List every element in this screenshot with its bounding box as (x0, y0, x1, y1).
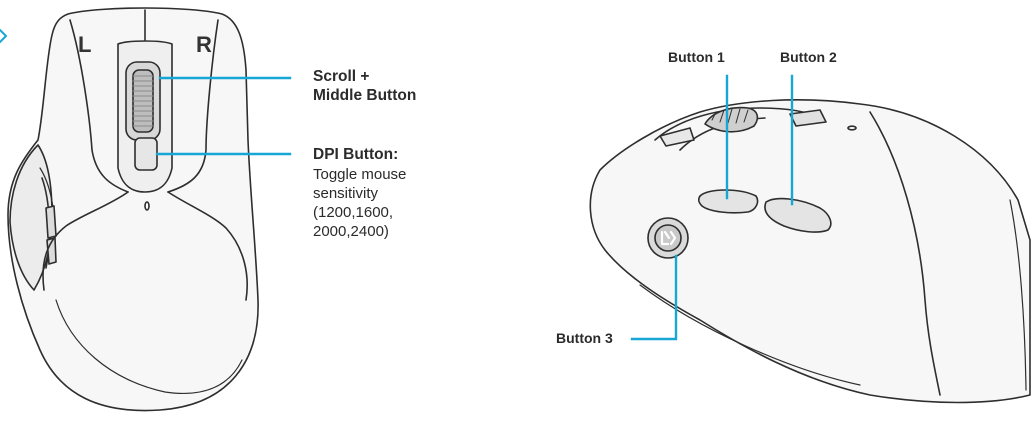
button3-label: Button 3 (556, 330, 613, 346)
brand-logo-mark (660, 230, 677, 246)
scroll-label-line2: Middle Button (313, 87, 417, 104)
right-button-letter: R (196, 32, 212, 57)
mouse-side-view (589, 99, 1031, 404)
callout-lines-side (630, 74, 794, 341)
button3-callout-line (630, 254, 678, 341)
side-scroll-wheel (704, 106, 759, 133)
edge-mark (0, 29, 7, 43)
dpi-button (134, 137, 158, 171)
callout-lines-top (155, 76, 292, 156)
dpi-label-title: DPI Button: (313, 146, 399, 163)
mouse-top-view (0, 7, 259, 412)
side-button-1 (697, 189, 759, 214)
dpi-desc-line2: sensitivity (313, 185, 379, 202)
side-button-2 (764, 197, 832, 233)
dpi-desc-line1: Toggle mouse (313, 166, 407, 183)
dpi-desc-line4: 2000,2400) (313, 223, 389, 240)
mouse-body-outline (7, 7, 259, 412)
scroll-label-line1: Scroll + (313, 68, 370, 85)
side-grip (9, 144, 53, 291)
led-indicator (144, 201, 150, 211)
side-body-outline (589, 99, 1031, 404)
button1-label: Button 1 (668, 49, 725, 65)
button2-label: Button 2 (780, 49, 837, 65)
left-button-letter: L (78, 32, 92, 57)
dpi-desc-line3: (1200,1600, (313, 204, 394, 221)
